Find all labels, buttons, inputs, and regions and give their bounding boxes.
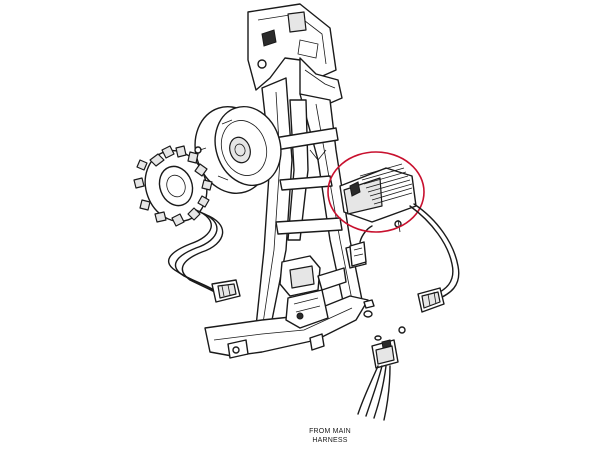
starter-assembly: [279, 255, 347, 329]
harness-callout-line-1: FROM MAIN: [309, 428, 351, 435]
regulator-connector: [417, 287, 445, 313]
regulator-cable: [409, 203, 460, 301]
harness-callout-line-2: HARNESS: [312, 437, 348, 444]
highlight-circle: [327, 151, 425, 233]
voltage-regulator: [339, 163, 417, 233]
washer-nut: [363, 299, 406, 341]
harness-callout-label: FROM MAIN HARNESS: [290, 427, 370, 445]
stator-wires: [167, 209, 224, 295]
stator: [133, 145, 213, 227]
main-harness-connector: [357, 339, 399, 421]
stator-connector: [211, 279, 241, 303]
flywheel-rotor: [194, 105, 282, 194]
frame: [204, 3, 369, 359]
